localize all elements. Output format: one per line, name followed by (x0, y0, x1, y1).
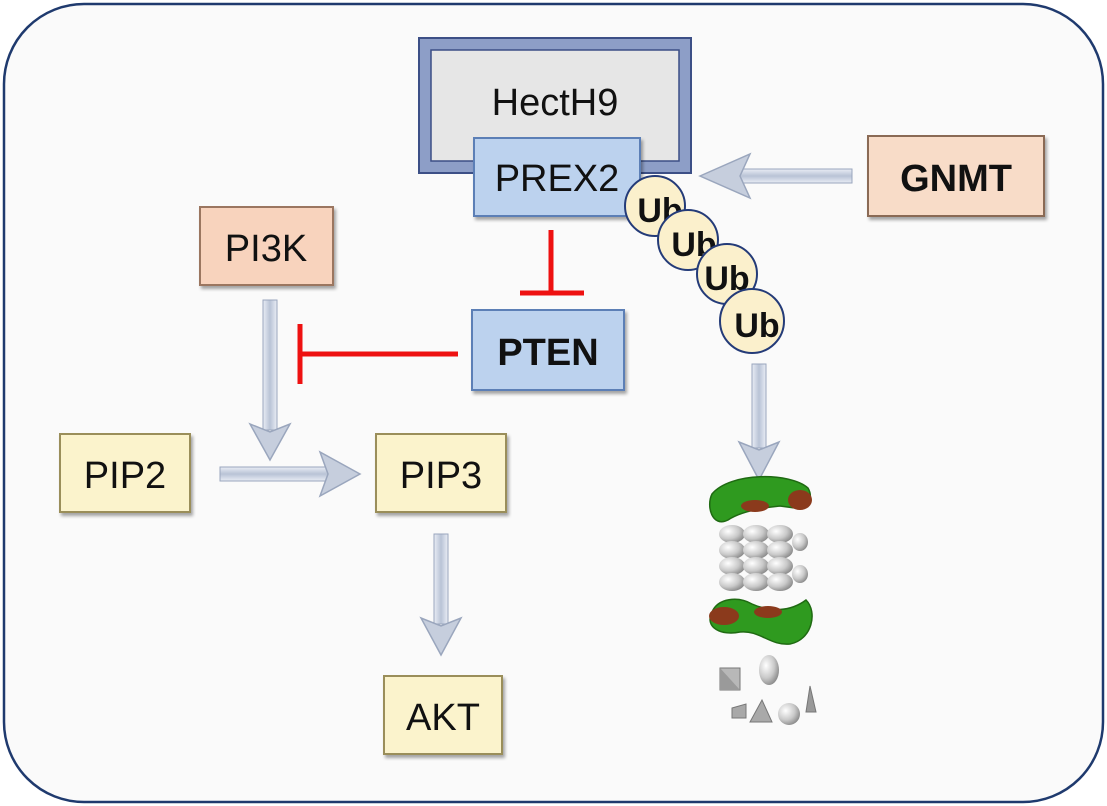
akt-node (383, 675, 503, 755)
pten-label: PTEN (497, 332, 598, 374)
pip2-node (59, 433, 191, 513)
pip3-node (375, 433, 507, 513)
hecth9-label: HectH9 (492, 82, 619, 124)
pten-node (471, 309, 625, 391)
pip2-label: PIP2 (84, 455, 166, 497)
svg-text:Ub: Ub (734, 307, 779, 345)
prex2-node (473, 137, 641, 217)
pten-inhibits-pip3-conversion (297, 324, 458, 384)
gnmt-label: GNMT (900, 158, 1012, 200)
prex2-inhibits-pten (520, 230, 584, 296)
pip2-to-pip3-arrow (219, 450, 362, 498)
pi3k-node (199, 206, 334, 286)
peptide-fragments-icon (719, 655, 817, 725)
pip3-to-akt-arrow (419, 533, 463, 657)
ubiquitin-chain: Ub Ub Ub Ub (624, 175, 785, 354)
ub-bead-4 (719, 288, 785, 354)
gnmt-to-prex2-arrow (698, 152, 853, 200)
gnmt-node (867, 135, 1045, 217)
pip3-label: PIP3 (400, 455, 482, 497)
pi3k-label: PI3K (225, 228, 307, 270)
pi3k-down-arrow (248, 299, 292, 462)
proteasome-icon (708, 475, 813, 645)
ub-to-proteasome-arrow (737, 363, 781, 482)
prex2-label: PREX2 (495, 158, 620, 200)
akt-label: AKT (406, 697, 480, 739)
